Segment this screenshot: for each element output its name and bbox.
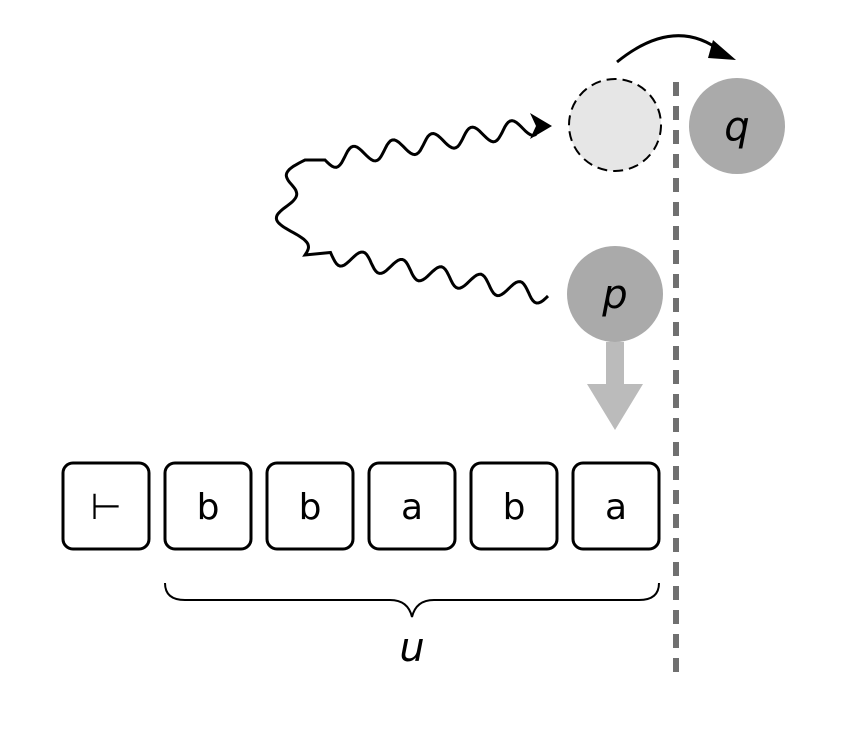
tape-cell-label: b — [299, 487, 322, 528]
state-p: p — [567, 246, 663, 342]
brace — [164, 582, 660, 618]
squiggle-arrowhead — [530, 113, 552, 139]
brace-label: u — [399, 625, 424, 671]
tape-cell: b — [265, 461, 355, 551]
tape-cell-label: b — [503, 487, 526, 528]
ghost-state — [568, 78, 662, 172]
tape-cell-label: a — [401, 487, 423, 528]
tape-cell: a — [571, 461, 661, 551]
squiggle-path — [274, 119, 550, 305]
head-arrow — [587, 342, 643, 430]
state-q-label: q — [724, 104, 749, 150]
state-p-label: p — [601, 272, 627, 318]
state-q: q — [689, 78, 785, 174]
tape: ⊢ b b a b a — [61, 461, 661, 551]
tape-cell-label: a — [605, 487, 627, 528]
state-q-circle — [689, 78, 785, 174]
tape-cell-endmarker: ⊢ — [61, 461, 151, 551]
transition-arrowhead — [708, 40, 736, 60]
tape-cell: b — [469, 461, 559, 551]
state-p-circle — [567, 246, 663, 342]
tape-cell-label: ⊢ — [90, 487, 121, 528]
transition-arrow — [616, 34, 723, 64]
tape-cell: a — [367, 461, 457, 551]
tape-cell-label: b — [197, 487, 220, 528]
tape-cell: b — [163, 461, 253, 551]
